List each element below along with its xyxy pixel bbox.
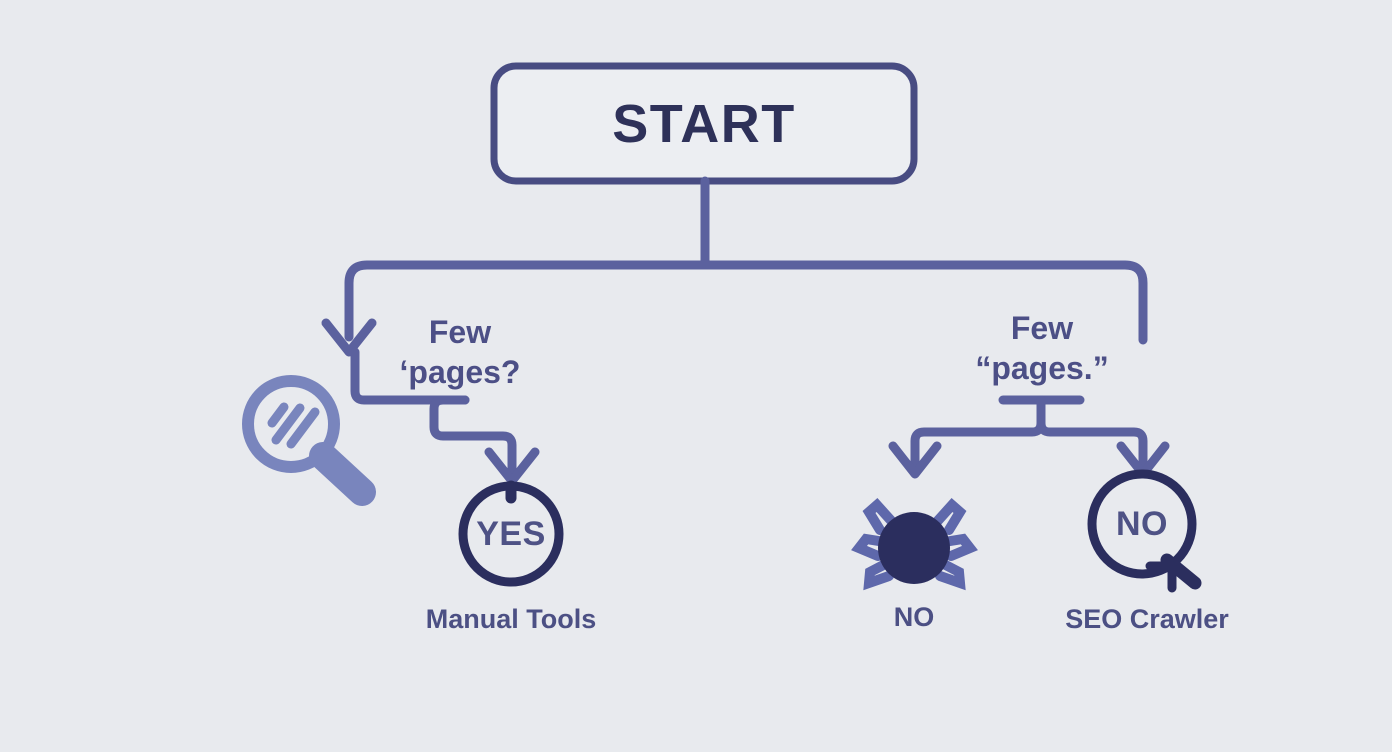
yes-ring-label: YES (476, 515, 546, 553)
yes-circle-shape[interactable] (458, 480, 564, 587)
spider-icon (851, 497, 978, 591)
magnifier-icon (242, 375, 376, 506)
caption-manual-tools: Manual Tools (425, 604, 597, 634)
right-branch-question: Few “pages.” (975, 310, 1109, 387)
left-branch-connector (350, 347, 517, 477)
left-branch-arrowhead (321, 318, 377, 357)
caption-seo-crawler: SEO Crawler (1065, 604, 1229, 634)
left-branch-question: Few ‘pages? (399, 314, 521, 391)
no-magnifier-shape[interactable] (1087, 469, 1202, 593)
no-ring-label: NO (1116, 505, 1168, 543)
start-label: START (612, 94, 796, 154)
caption-spider-no: NO (893, 602, 935, 632)
root-split-connector (344, 260, 1148, 345)
spider-arrowhead (888, 441, 942, 479)
right-branch-connector (910, 395, 1148, 469)
